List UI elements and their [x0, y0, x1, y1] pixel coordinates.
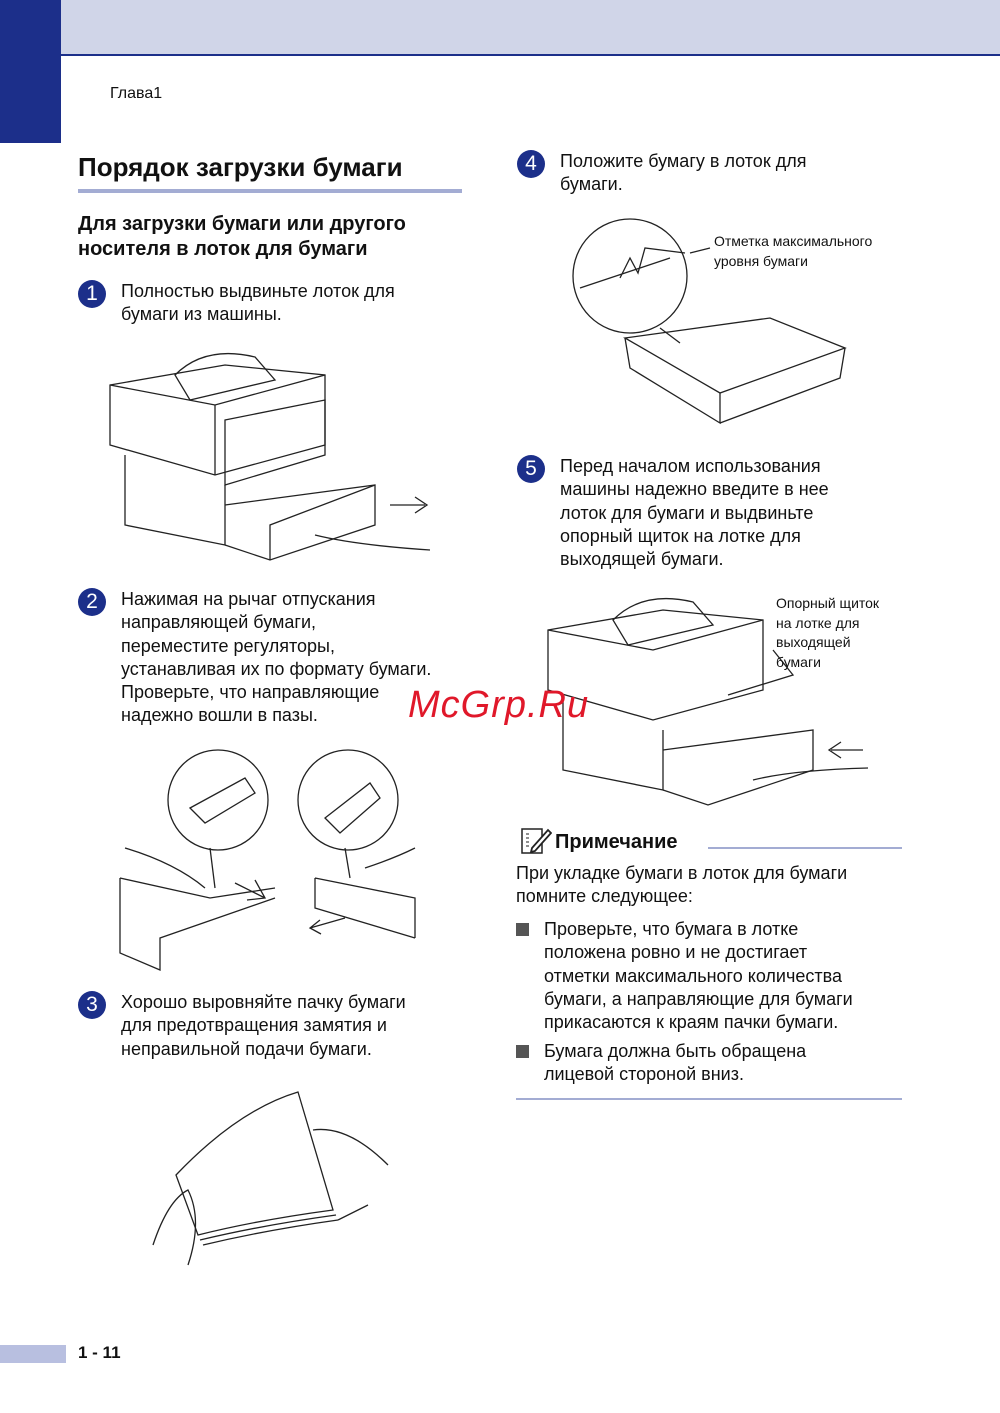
- page-number: 1 - 11: [78, 1343, 121, 1362]
- caption-line: бумаги: [776, 653, 821, 670]
- step-line: бумаги.: [560, 174, 623, 195]
- chapter-tab: [0, 0, 61, 143]
- bullet-line: прикасаются к краям пачки бумаги.: [544, 1012, 839, 1033]
- step-line: для предотвращения замятия и: [121, 1015, 387, 1036]
- note-line: При укладке бумаги в лоток для бумаги: [516, 863, 848, 883]
- step-text: Нажимая на рычаг отпускания направляющей…: [121, 588, 431, 728]
- step-line: неправильной подачи бумаги.: [121, 1038, 372, 1059]
- step-text: Положите бумагу в лоток для бумаги.: [560, 150, 806, 197]
- step-line: переместите регуляторы,: [121, 635, 335, 656]
- step-number: 4: [517, 150, 545, 178]
- bullet-line: Проверьте, что бумага в лотке: [544, 919, 799, 939]
- note-bottom-rule: [516, 1098, 902, 1100]
- printer-tray-in-illustration: [547, 597, 869, 806]
- header-band: [0, 0, 1000, 56]
- section-subtitle: Для загрузки бумаги или другого носителя…: [78, 212, 406, 262]
- support-flap-caption: Опорный щиток на лотке для выходящей бум…: [776, 594, 879, 672]
- chapter-label: Глава1: [110, 85, 163, 102]
- note-intro: При укладке бумаги в лоток для бумаги по…: [516, 862, 847, 909]
- step-line: Перед началом использования: [560, 456, 821, 476]
- paper-in-tray-illustration: [572, 218, 847, 425]
- step-line: лоток для бумаги и выдвиньте: [560, 502, 814, 523]
- step-line: опорный щиток на лотке для: [560, 525, 801, 546]
- note-rule: [708, 847, 902, 849]
- caption-line: на лотке для: [776, 614, 860, 631]
- step-line: Хорошо выровняйте пачку бумаги: [121, 992, 406, 1012]
- step-line: Полностью выдвиньте лоток для: [121, 281, 395, 301]
- step-number: 2: [78, 588, 106, 616]
- max-paper-mark-caption: Отметка максимального уровня бумаги: [714, 232, 872, 271]
- caption-line: Опорный щиток: [776, 595, 880, 611]
- step-line: направляющей бумаги,: [121, 612, 317, 633]
- printer-tray-out-illustration: [109, 352, 431, 561]
- step-line: машины надежно введите в нее: [560, 479, 829, 500]
- step-text: Хорошо выровняйте пачку бумаги для предо…: [121, 991, 406, 1061]
- note-title: Примечание: [555, 831, 678, 853]
- step-line: выходящей бумаги.: [560, 549, 724, 570]
- step-line: Проверьте, что направляющие: [121, 682, 380, 703]
- bullet-square-icon: [516, 1045, 529, 1058]
- bullet-line: отметки максимального количества: [544, 965, 842, 986]
- bullet-line: Бумага должна быть обращена: [544, 1041, 807, 1061]
- step-number: 3: [78, 991, 106, 1019]
- step-text: Перед началом использования машины надеж…: [560, 455, 829, 571]
- fan-paper-illustration: [152, 1091, 389, 1266]
- page-title: Порядок загрузки бумаги: [78, 152, 462, 193]
- step-line: Нажимая на рычаг отпускания: [121, 589, 376, 609]
- bullet-line: положена ровно и не достигает: [544, 942, 808, 963]
- step-number: 1: [78, 280, 106, 308]
- note-pencil-icon: [521, 828, 552, 854]
- step-line: надежно вошли в пазы.: [121, 705, 318, 726]
- bullet-square-icon: [516, 923, 529, 936]
- step-line: устанавливая их по формату бумаги.: [121, 658, 432, 679]
- bullet-line: бумаги, а направляющие для бумаги: [544, 988, 853, 1009]
- caption-line: Отметка максимального: [714, 233, 873, 249]
- paper-guides-illustration: [119, 749, 416, 971]
- bullet-line: лицевой стороной вниз.: [544, 1064, 744, 1085]
- subtitle-line: носителя в лоток для бумаги: [78, 238, 368, 260]
- caption-line: уровня бумаги: [714, 252, 808, 269]
- subtitle-line: Для загрузки бумаги или другого: [78, 213, 406, 235]
- footer-band: [0, 1345, 66, 1363]
- step-line: Положите бумагу в лоток для: [560, 151, 807, 171]
- note-line: помните следующее:: [516, 886, 693, 907]
- watermark: McGrp.Ru: [408, 684, 590, 726]
- step-number: 5: [517, 455, 545, 483]
- step-text: Полностью выдвиньте лоток для бумаги из …: [121, 280, 395, 327]
- note-header: Примечание: [518, 826, 902, 856]
- step-line: бумаги из машины.: [121, 304, 282, 325]
- caption-line: выходящей: [776, 634, 851, 650]
